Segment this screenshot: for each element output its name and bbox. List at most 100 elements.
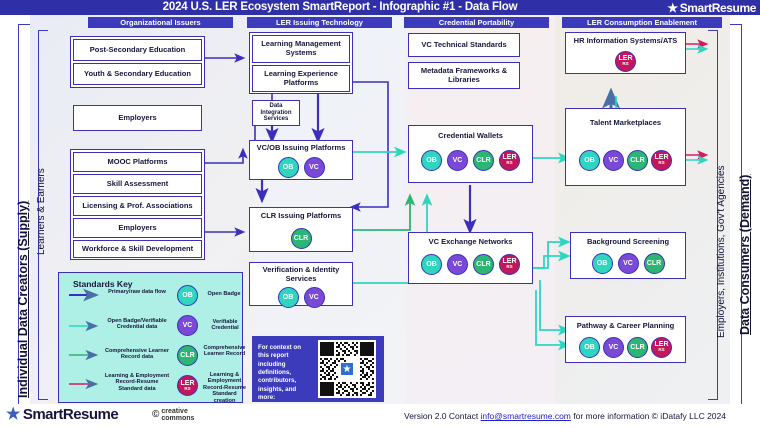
node-label: Metadata Frameworks & Libraries	[420, 65, 508, 84]
contact-email-link[interactable]: info@smartresume.com	[480, 411, 571, 421]
brand-name-footer: SmartResume	[22, 405, 119, 423]
node-clr-issuing-platforms[interactable]: CLR Issuing Platforms CLR	[249, 207, 353, 252]
node-label: Credential Wallets	[438, 131, 503, 140]
badge-clr: CLR	[627, 336, 648, 358]
qr-code-icon[interactable]: ★	[318, 340, 376, 398]
node-label: Data Integration Services	[260, 102, 292, 123]
legend-badge-label-ler: Learning & Employment Record-Resume Stan…	[203, 372, 246, 404]
node-employers-2[interactable]: Employers	[73, 218, 202, 238]
node-label: Employers	[118, 112, 157, 122]
badge-vc: VC	[303, 287, 325, 309]
left-rail-outer-label: Individual Data Creators (Supply)	[16, 200, 30, 398]
badge-vc: VC	[617, 252, 639, 274]
badge-row: OB VC	[277, 156, 325, 178]
node-skill-assessment[interactable]: Skill Assessment	[73, 174, 202, 194]
legend-badge-label-ob: Open Badge	[207, 291, 241, 297]
left-rail-inner	[38, 30, 48, 400]
legend-badge-label-clr: Comprehensive Learner Record	[203, 345, 246, 358]
node-label: Learning Experience Platforms	[264, 68, 338, 87]
copyright-line: Version 2.0 Contact info@smartresume.com…	[404, 411, 726, 421]
badge-vc: VC	[447, 253, 468, 275]
badge-ob: OB	[579, 149, 600, 171]
node-label: Skill Assessment	[106, 178, 169, 188]
badge-clr: CLR	[473, 149, 494, 171]
node-label: VC Exchange Networks	[428, 237, 513, 246]
right-rail-outer-label: Data Consumers (Demand)	[738, 174, 752, 335]
badge-ob: OB	[277, 156, 299, 178]
node-post-secondary-education[interactable]: Post-Secondary Education	[73, 39, 202, 61]
brand-logo-header: ★ SmartResume	[667, 0, 757, 15]
column-header-organizational-issuers: Organizational Issuers	[88, 17, 233, 28]
node-learning-management-systems[interactable]: Learning Management Systems	[252, 35, 350, 63]
badge-clr: CLR	[473, 253, 494, 275]
node-background-screening[interactable]: Background Screening OB VC CLR	[570, 232, 686, 279]
legend-title: Standards Key	[73, 279, 133, 289]
node-label: HR Information Systems/ATS	[573, 36, 678, 45]
node-label: Learning Management Systems	[261, 39, 341, 57]
badge-clr: CLR	[627, 149, 648, 171]
node-label: Licensing & Prof. Associations	[82, 200, 193, 210]
node-vc-ob-issuing-platforms[interactable]: VC/OB Issuing Platforms OB VC	[249, 140, 353, 180]
copyright-suffix: for more information © iDatafy LLC 2024	[570, 411, 726, 421]
badge-ob: OB	[421, 253, 442, 275]
page-title: 2024 U.S. LER Ecosystem SmartReport - In…	[162, 1, 518, 13]
standards-key-legend: Standards Key Primary/raw data flow Open…	[58, 272, 246, 404]
node-label: Workforce & Skill Development	[81, 243, 194, 253]
badge-row: OB VC CLR	[591, 252, 665, 274]
node-label: CLR Issuing Platforms	[260, 211, 342, 220]
legend-arrow-label-primary: Primary/raw data flow	[108, 289, 166, 295]
badge-ob: OB	[421, 149, 442, 171]
node-licensing-prof-associations[interactable]: Licensing & Prof. Associations	[73, 196, 202, 216]
node-employers-1[interactable]: Employers	[73, 105, 202, 131]
node-label: Youth & Secondary Education	[84, 68, 191, 78]
node-label: VC/OB Issuing Platforms	[256, 143, 346, 152]
badge-ob: OB	[591, 252, 613, 274]
node-label: VC Technical Standards	[421, 39, 507, 49]
legend-arrow-label-clr: Comprehensive Learner Record data	[104, 348, 170, 361]
right-rail-inner	[708, 30, 718, 400]
node-data-integration-services[interactable]: Data Integration Services	[252, 100, 300, 126]
node-vc-technical-standards[interactable]: VC Technical Standards	[408, 33, 520, 57]
badge-row: CLR	[290, 227, 312, 249]
node-label: Employers	[118, 222, 157, 232]
node-label: Verification & Identity Services	[262, 265, 340, 283]
node-metadata-frameworks-libraries[interactable]: Metadata Frameworks & Libraries	[408, 62, 520, 89]
star-icon: ★	[667, 0, 678, 15]
node-youth-secondary-education[interactable]: Youth & Secondary Education	[73, 63, 202, 85]
column-header-credential-portability: Credential Portability	[404, 17, 549, 28]
legend-arrow-label-ob-vc: Open Badge/Verifiable Credential data	[107, 318, 167, 331]
node-learning-experience-platforms[interactable]: Learning Experience Platforms	[252, 65, 350, 92]
legend-arrows	[69, 288, 99, 390]
legend-badge-label-vc: Verifiable Credential	[211, 319, 239, 332]
creative-commons-mark: © creative commons	[152, 408, 194, 423]
node-verification-identity-services[interactable]: Verification & Identity Services OB VC	[249, 262, 353, 309]
header-bar	[0, 0, 760, 15]
node-mooc-platforms[interactable]: MOOC Platforms	[73, 152, 202, 172]
legend-badge-clr: CLR	[177, 345, 198, 366]
right-rail-inner-label: Employers, Institutions, Gov't Agencies	[716, 165, 727, 338]
node-label: Talent Marketplaces	[589, 118, 662, 127]
column-header-ler-consumption-enablement: LER Consumption Enablement	[562, 17, 722, 28]
badge-vc: VC	[303, 156, 325, 178]
qr-context-text: For context on this report including def…	[258, 344, 301, 402]
badge-vc: VC	[603, 336, 624, 358]
node-workforce-skill-development[interactable]: Workforce & Skill Development	[73, 240, 202, 258]
footer-bar	[0, 404, 760, 428]
legend-arrow-label-ler: Learning & Employment Record-Resume Stan…	[104, 373, 170, 392]
creative-commons-icon: ©	[152, 409, 160, 421]
brand-name-header: SmartResume	[679, 0, 757, 15]
left-rail-inner-label: Learners & Earners	[36, 168, 47, 255]
